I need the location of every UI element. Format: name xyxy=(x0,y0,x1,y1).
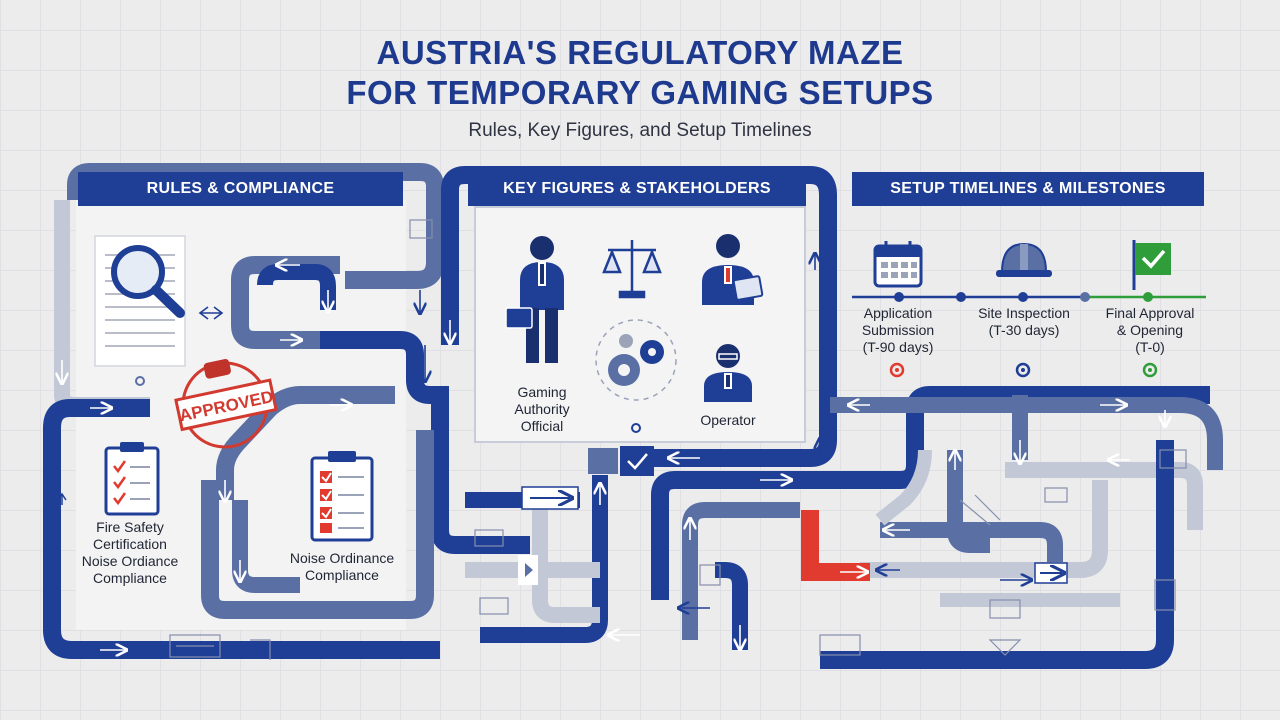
official-label: Gaming Authority Official xyxy=(500,384,584,435)
path-arrows xyxy=(62,265,1165,650)
path-rules-loop xyxy=(231,256,340,349)
timeline-line xyxy=(852,292,1206,302)
check-box xyxy=(620,446,654,476)
hard-hat-icon xyxy=(996,242,1052,277)
calendar-icon xyxy=(873,241,923,288)
document-magnifier-icon xyxy=(94,235,186,367)
return-box xyxy=(588,448,618,474)
fire-line-4: Compliance xyxy=(93,570,167,586)
m1-line-2: Submission xyxy=(861,322,935,338)
gears-icon xyxy=(595,319,677,401)
m3-line-1: Final Approval xyxy=(1105,305,1195,321)
path-right-inner2 xyxy=(860,480,1108,578)
status-dots xyxy=(135,362,1158,386)
m3-line-3: (T-0) xyxy=(1135,339,1165,355)
official-figure-icon xyxy=(505,236,564,363)
official-line-1: Gaming xyxy=(517,384,567,400)
finish-flag-icon xyxy=(1132,240,1171,290)
operator-label: Operator xyxy=(700,412,756,428)
title-line-1: AUSTRIA'S REGULATORY MAZE xyxy=(376,34,904,71)
figures-panel xyxy=(474,206,806,443)
fire-line-1: Fire Safety xyxy=(96,519,164,535)
noise-label: Noise Ordinance Compliance xyxy=(272,550,412,584)
subtitle: Rules, Key Figures, and Setup Timelines xyxy=(468,120,812,141)
path-right-outer xyxy=(820,440,1174,669)
noise-line-1: Noise Ordinance xyxy=(289,550,395,566)
businessman-tablet-icon xyxy=(702,234,764,305)
path-right-light xyxy=(1005,462,1203,530)
official-line-2: Authority xyxy=(514,401,570,417)
path-right-inner3 xyxy=(875,449,1120,607)
path-right-inner xyxy=(880,450,1063,575)
official-line-3: Official xyxy=(520,418,564,434)
m2-line-1: Site Inspection xyxy=(978,305,1070,321)
dot-marker xyxy=(631,423,641,433)
timelines-header: SETUP TIMELINES & MILESTONES xyxy=(852,172,1204,206)
fire-clipboard-icon xyxy=(104,442,160,516)
noise-clipboard-icon xyxy=(310,451,374,542)
figures-header: KEY FIGURES & STAKEHOLDERS xyxy=(468,172,806,206)
path-rules-inner xyxy=(257,264,336,310)
check-mark xyxy=(627,453,648,470)
milestone-3-label: Final Approval & Opening (T-0) xyxy=(1094,305,1206,356)
path-left-outer xyxy=(43,399,440,659)
m1-line-3: (T-90 days) xyxy=(862,339,934,355)
path-figures-frame xyxy=(441,166,837,467)
m1-line-1: Application xyxy=(863,305,933,321)
path-rules-lower xyxy=(201,430,434,619)
title-line-2: FOR TEMPORARY GAMING SETUPS xyxy=(346,74,934,111)
panel-arrows xyxy=(198,255,1030,608)
fire-safety-label: Fire Safety Certification Noise Ordiance… xyxy=(70,519,190,587)
rules-header: RULES & COMPLIANCE xyxy=(78,172,403,206)
fire-line-3: Noise Ordiance xyxy=(81,553,179,569)
m3-line-2: & Opening xyxy=(1116,322,1184,338)
path-middle-c xyxy=(715,562,748,650)
scales-icon xyxy=(602,240,662,299)
path-rules-diag xyxy=(216,386,395,500)
m2-line-2: (T-30 days) xyxy=(988,322,1060,338)
milestone-1-label: Application Submission (T-90 days) xyxy=(848,305,948,356)
milestone-2-label: Site Inspection (T-30 days) xyxy=(966,305,1082,339)
noise-line-2: Compliance xyxy=(305,567,379,583)
path-rules-middle xyxy=(320,331,530,554)
blueprint-sketches xyxy=(169,219,1187,660)
operator-icon xyxy=(704,344,752,402)
fire-line-2: Certification xyxy=(93,536,167,552)
side-markers xyxy=(57,492,67,505)
